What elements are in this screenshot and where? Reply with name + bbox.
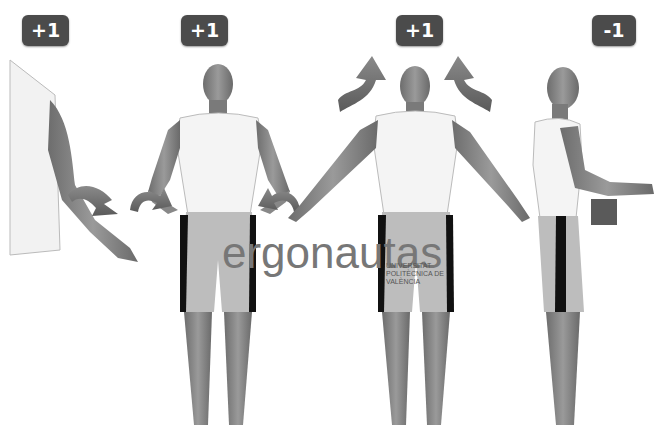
score-text: -1 [603,19,624,41]
score-badge: -1 [592,15,636,46]
university-logo-text: UNIVERSITAT POLITÈCNICA DE VALÈNCIA [386,262,448,286]
score-text: +1 [31,19,60,41]
arm-support [591,199,617,225]
figure-side-supported [533,67,654,425]
score-badge: +1 [396,15,443,46]
score-badge: +1 [181,15,228,46]
score-text: +1 [405,19,434,41]
score-text: +1 [190,19,219,41]
score-badge: +1 [22,15,69,46]
figure-wrist [10,60,138,262]
